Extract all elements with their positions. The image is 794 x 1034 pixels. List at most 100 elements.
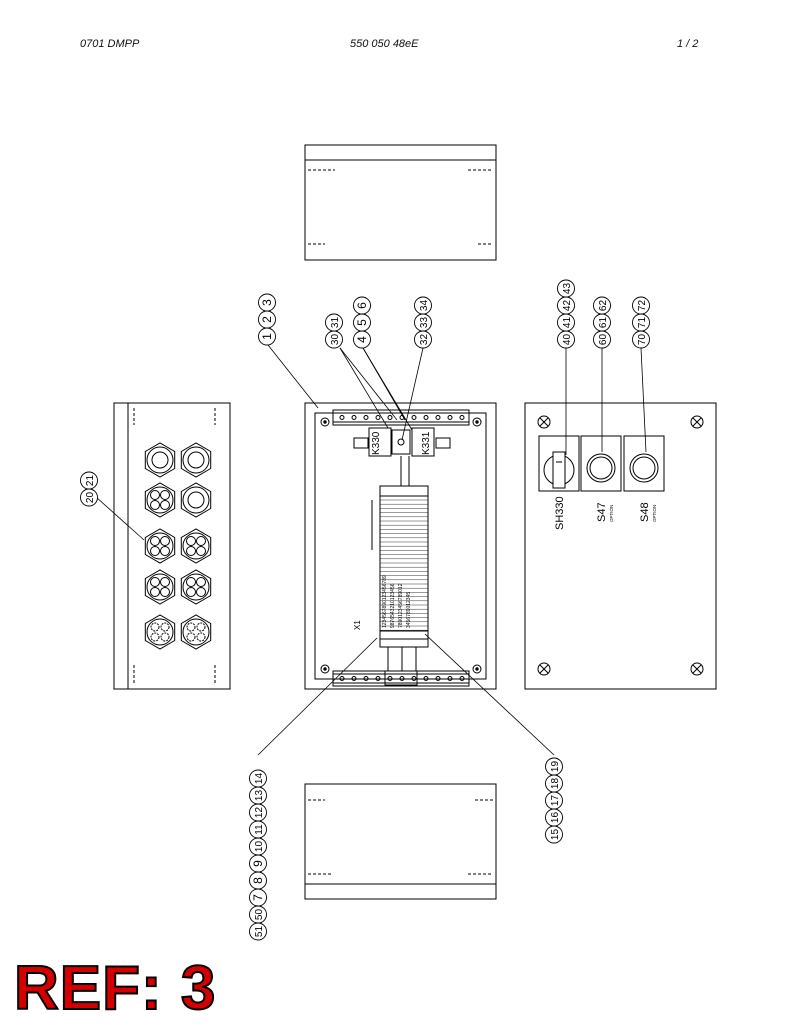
svg-text:34: 34 [419,300,430,312]
callout-72: 72 [632,296,650,315]
svg-text:16: 16 [550,812,561,824]
svg-text:72: 72 [637,300,648,312]
svg-text:60: 60 [598,334,609,346]
callout-1: 1 [258,327,276,346]
leader-lines [95,344,647,756]
header-left-code: 0701 DMPP [80,38,140,50]
callout-61: 61 [593,313,611,332]
header-center-code: 550 050 48eE [350,38,419,50]
svg-text:19: 19 [550,761,561,773]
callout-12: 12 [249,803,267,822]
svg-text:42: 42 [562,300,573,312]
callout-71: 71 [632,313,650,332]
callout-13: 13 [249,786,267,805]
bottom-cover-view [304,783,497,900]
callout-3: 3 [258,293,276,312]
selector-switch-sh330 [538,435,580,492]
header-page-number: 1 / 2 [677,38,699,50]
callout-7: 7 [249,888,267,907]
svg-text:62: 62 [598,300,609,312]
callout-50: 50 [249,905,267,924]
svg-text:15: 15 [550,829,561,841]
svg-text:61: 61 [598,317,609,329]
svg-text:41: 41 [562,317,573,329]
ref-label: REF: 3 [13,954,217,1023]
svg-text:32: 32 [419,334,430,346]
svg-text:30: 30 [330,334,341,346]
callout-21: 21 [80,471,98,490]
callout-62: 62 [593,296,611,315]
svg-text:71: 71 [637,317,648,329]
callout-14: 14 [249,769,267,788]
svg-text:31: 31 [330,317,341,329]
terminal-label-x1: X1 [353,620,362,630]
svg-text:20: 20 [85,492,96,504]
label-s48: S48 [639,502,651,522]
label-s47: S47 [596,502,608,522]
callout-32: 32 [414,330,432,349]
svg-text:4: 4 [355,336,369,343]
relay-k331 [411,427,435,457]
callout-5: 5 [353,313,371,332]
svg-text:13: 13 [254,790,265,802]
callout-10: 10 [249,837,267,856]
callout-9: 9 [249,854,267,873]
callout-34: 34 [414,296,432,315]
relay-label-k330: K330 [371,431,382,455]
svg-text:70: 70 [637,334,648,346]
svg-text:43: 43 [562,283,573,295]
svg-text:40: 40 [562,334,573,346]
callout-33: 33 [414,313,432,332]
svg-text:21: 21 [85,475,96,487]
svg-text:33: 33 [419,317,430,329]
svg-text:6: 6 [355,302,369,309]
callout-20: 20 [80,488,98,507]
callout-51: 51 [249,922,267,941]
callout-4: 4 [353,330,371,349]
mounting-plate-view [304,402,497,690]
svg-text:1234567890123456789: 1234567890123456789 [382,575,388,628]
svg-text:50: 50 [254,909,265,921]
label-s48-option: OPTION [652,505,657,522]
svg-text:10: 10 [254,841,265,853]
callout-2: 2 [258,310,276,329]
callout-30: 30 [325,330,343,349]
front-panel-view [524,402,717,690]
svg-text:9: 9 [251,860,265,867]
callout-17: 17 [545,791,563,810]
svg-text:3456789012345: 3456789012345 [406,592,412,628]
left-side-gland-view [113,402,231,690]
callout-19: 19 [545,757,563,776]
callout-43: 43 [557,279,575,298]
relay-k330 [368,427,392,457]
svg-text:7890123456789012: 7890123456789012 [398,583,404,628]
callout-70: 70 [632,330,650,349]
svg-text:2: 2 [260,316,274,323]
pushbutton-s48 [623,435,665,492]
pushbutton-s47 [580,435,622,492]
callout-15: 15 [545,825,563,844]
top-cover-view [304,144,497,261]
svg-text:3: 3 [260,299,274,306]
callout-31: 31 [325,313,343,332]
callout-8: 8 [249,871,267,890]
callout-40: 40 [557,330,575,349]
callout-11: 11 [249,820,267,839]
callout-42: 42 [557,296,575,315]
callout-60: 60 [593,330,611,349]
label-sh330: SH330 [554,496,566,530]
callout-18: 18 [545,774,563,793]
svg-text:11: 11 [254,824,265,835]
svg-text:51: 51 [254,926,265,938]
svg-text:5: 5 [355,319,369,326]
svg-text:12: 12 [254,807,265,819]
callout-41: 41 [557,313,575,332]
callout-6: 6 [353,296,371,315]
svg-text:1: 1 [260,333,274,340]
label-s47-option: OPTION [609,505,614,522]
relay-label-k331: K331 [421,431,432,455]
svg-text:7: 7 [251,894,265,901]
svg-text:18: 18 [550,778,561,790]
svg-text:17: 17 [550,795,561,807]
